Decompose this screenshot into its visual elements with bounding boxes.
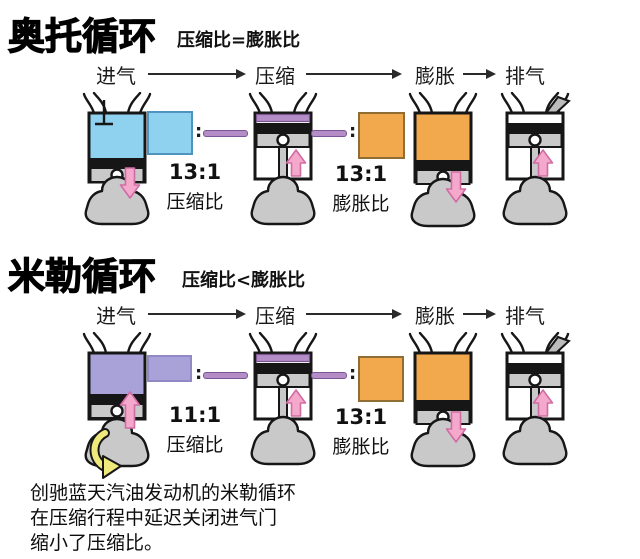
compressed-volume-bar — [311, 130, 347, 137]
otto-stage-expansion: 膨胀 — [415, 64, 455, 88]
otto-stage-intake: 进气 — [96, 64, 136, 88]
miller-intake-diagram: .p{fill:none;stroke:#161616;stroke-width… — [80, 332, 154, 482]
otto-stage-compression: 压缩 — [255, 64, 295, 88]
flow-arrow — [306, 309, 402, 319]
miller-stage-compression: 压缩 — [255, 304, 295, 328]
miller-compression-diagram: .p{fill:none;stroke:#161616;stroke-width… — [246, 332, 320, 482]
otto-expansion-diagram: .p{fill:none;stroke:#161616;stroke-width… — [406, 92, 480, 242]
miller-intake-volume-swatch — [147, 355, 192, 382]
flow-arrow — [463, 69, 496, 79]
miller-compression-ratio: 11:1 压缩比 — [148, 403, 242, 457]
ratio-value: 13:1 — [334, 405, 388, 429]
ratio-value: 13:1 — [334, 162, 388, 186]
miller-exhaust-diagram: .p{fill:none;stroke:#161616;stroke-width… — [498, 332, 572, 482]
caption-line: 在压缩行程中延迟关闭进气门 — [30, 507, 278, 529]
miller-stage-expansion: 膨胀 — [415, 304, 455, 328]
ratio-label: 压缩比 — [166, 434, 224, 456]
compressed-volume-bar — [311, 372, 347, 379]
otto-expansion-volume-swatch — [358, 112, 405, 159]
ratio-colon: : — [349, 363, 357, 384]
miller-expansion-diagram: .p{fill:none;stroke:#161616;stroke-width… — [406, 332, 480, 482]
otto-intake-volume-swatch — [147, 111, 193, 155]
otto-expansion-ratio: 13:1 膨胀比 — [314, 162, 408, 216]
flow-arrow — [306, 69, 402, 79]
ratio-label: 膨胀比 — [332, 193, 390, 215]
caption-line: 创驰蓝天汽油发动机的米勒循环 — [30, 482, 297, 504]
miller-stage-intake: 进气 — [96, 304, 136, 328]
ratio-value: 13:1 — [168, 160, 222, 184]
otto-compression-ratio: 13:1 压缩比 — [148, 160, 242, 214]
compressed-volume-bar — [203, 372, 248, 379]
miller-stage-exhaust: 排气 — [505, 304, 545, 328]
flow-arrow — [463, 309, 496, 319]
miller-subtitle: 压缩比<膨胀比 — [182, 270, 306, 291]
flow-arrow — [148, 309, 246, 319]
ratio-colon: : — [195, 121, 203, 142]
miller-title: 米勒循环 — [7, 254, 156, 298]
ratio-value: 11:1 — [168, 403, 222, 427]
otto-subtitle: 压缩比=膨胀比 — [177, 30, 301, 51]
otto-compression-diagram: .p{fill:none;stroke:#161616;stroke-width… — [246, 92, 320, 242]
ratio-label: 压缩比 — [166, 191, 224, 213]
ratio-colon: : — [349, 121, 357, 142]
miller-expansion-volume-swatch — [358, 356, 404, 402]
otto-title: 奥托循环 — [7, 14, 156, 58]
otto-stage-exhaust: 排气 — [505, 64, 545, 88]
ratio-colon: : — [195, 363, 203, 384]
compressed-volume-bar — [203, 130, 248, 137]
caption-text: 创驰蓝天汽油发动机的米勒循环 在压缩行程中延迟关闭进气门 缩小了压缩比。 — [30, 481, 296, 556]
otto-intake-diagram: .p{fill:none;stroke:#161616;stroke-width… — [80, 92, 154, 242]
otto-exhaust-diagram: .p{fill:none;stroke:#161616;stroke-width… — [498, 92, 572, 242]
ratio-label: 膨胀比 — [332, 436, 390, 458]
flow-arrow — [148, 69, 246, 79]
caption-line: 缩小了压缩比。 — [30, 532, 164, 554]
miller-expansion-ratio: 13:1 膨胀比 — [314, 405, 408, 459]
